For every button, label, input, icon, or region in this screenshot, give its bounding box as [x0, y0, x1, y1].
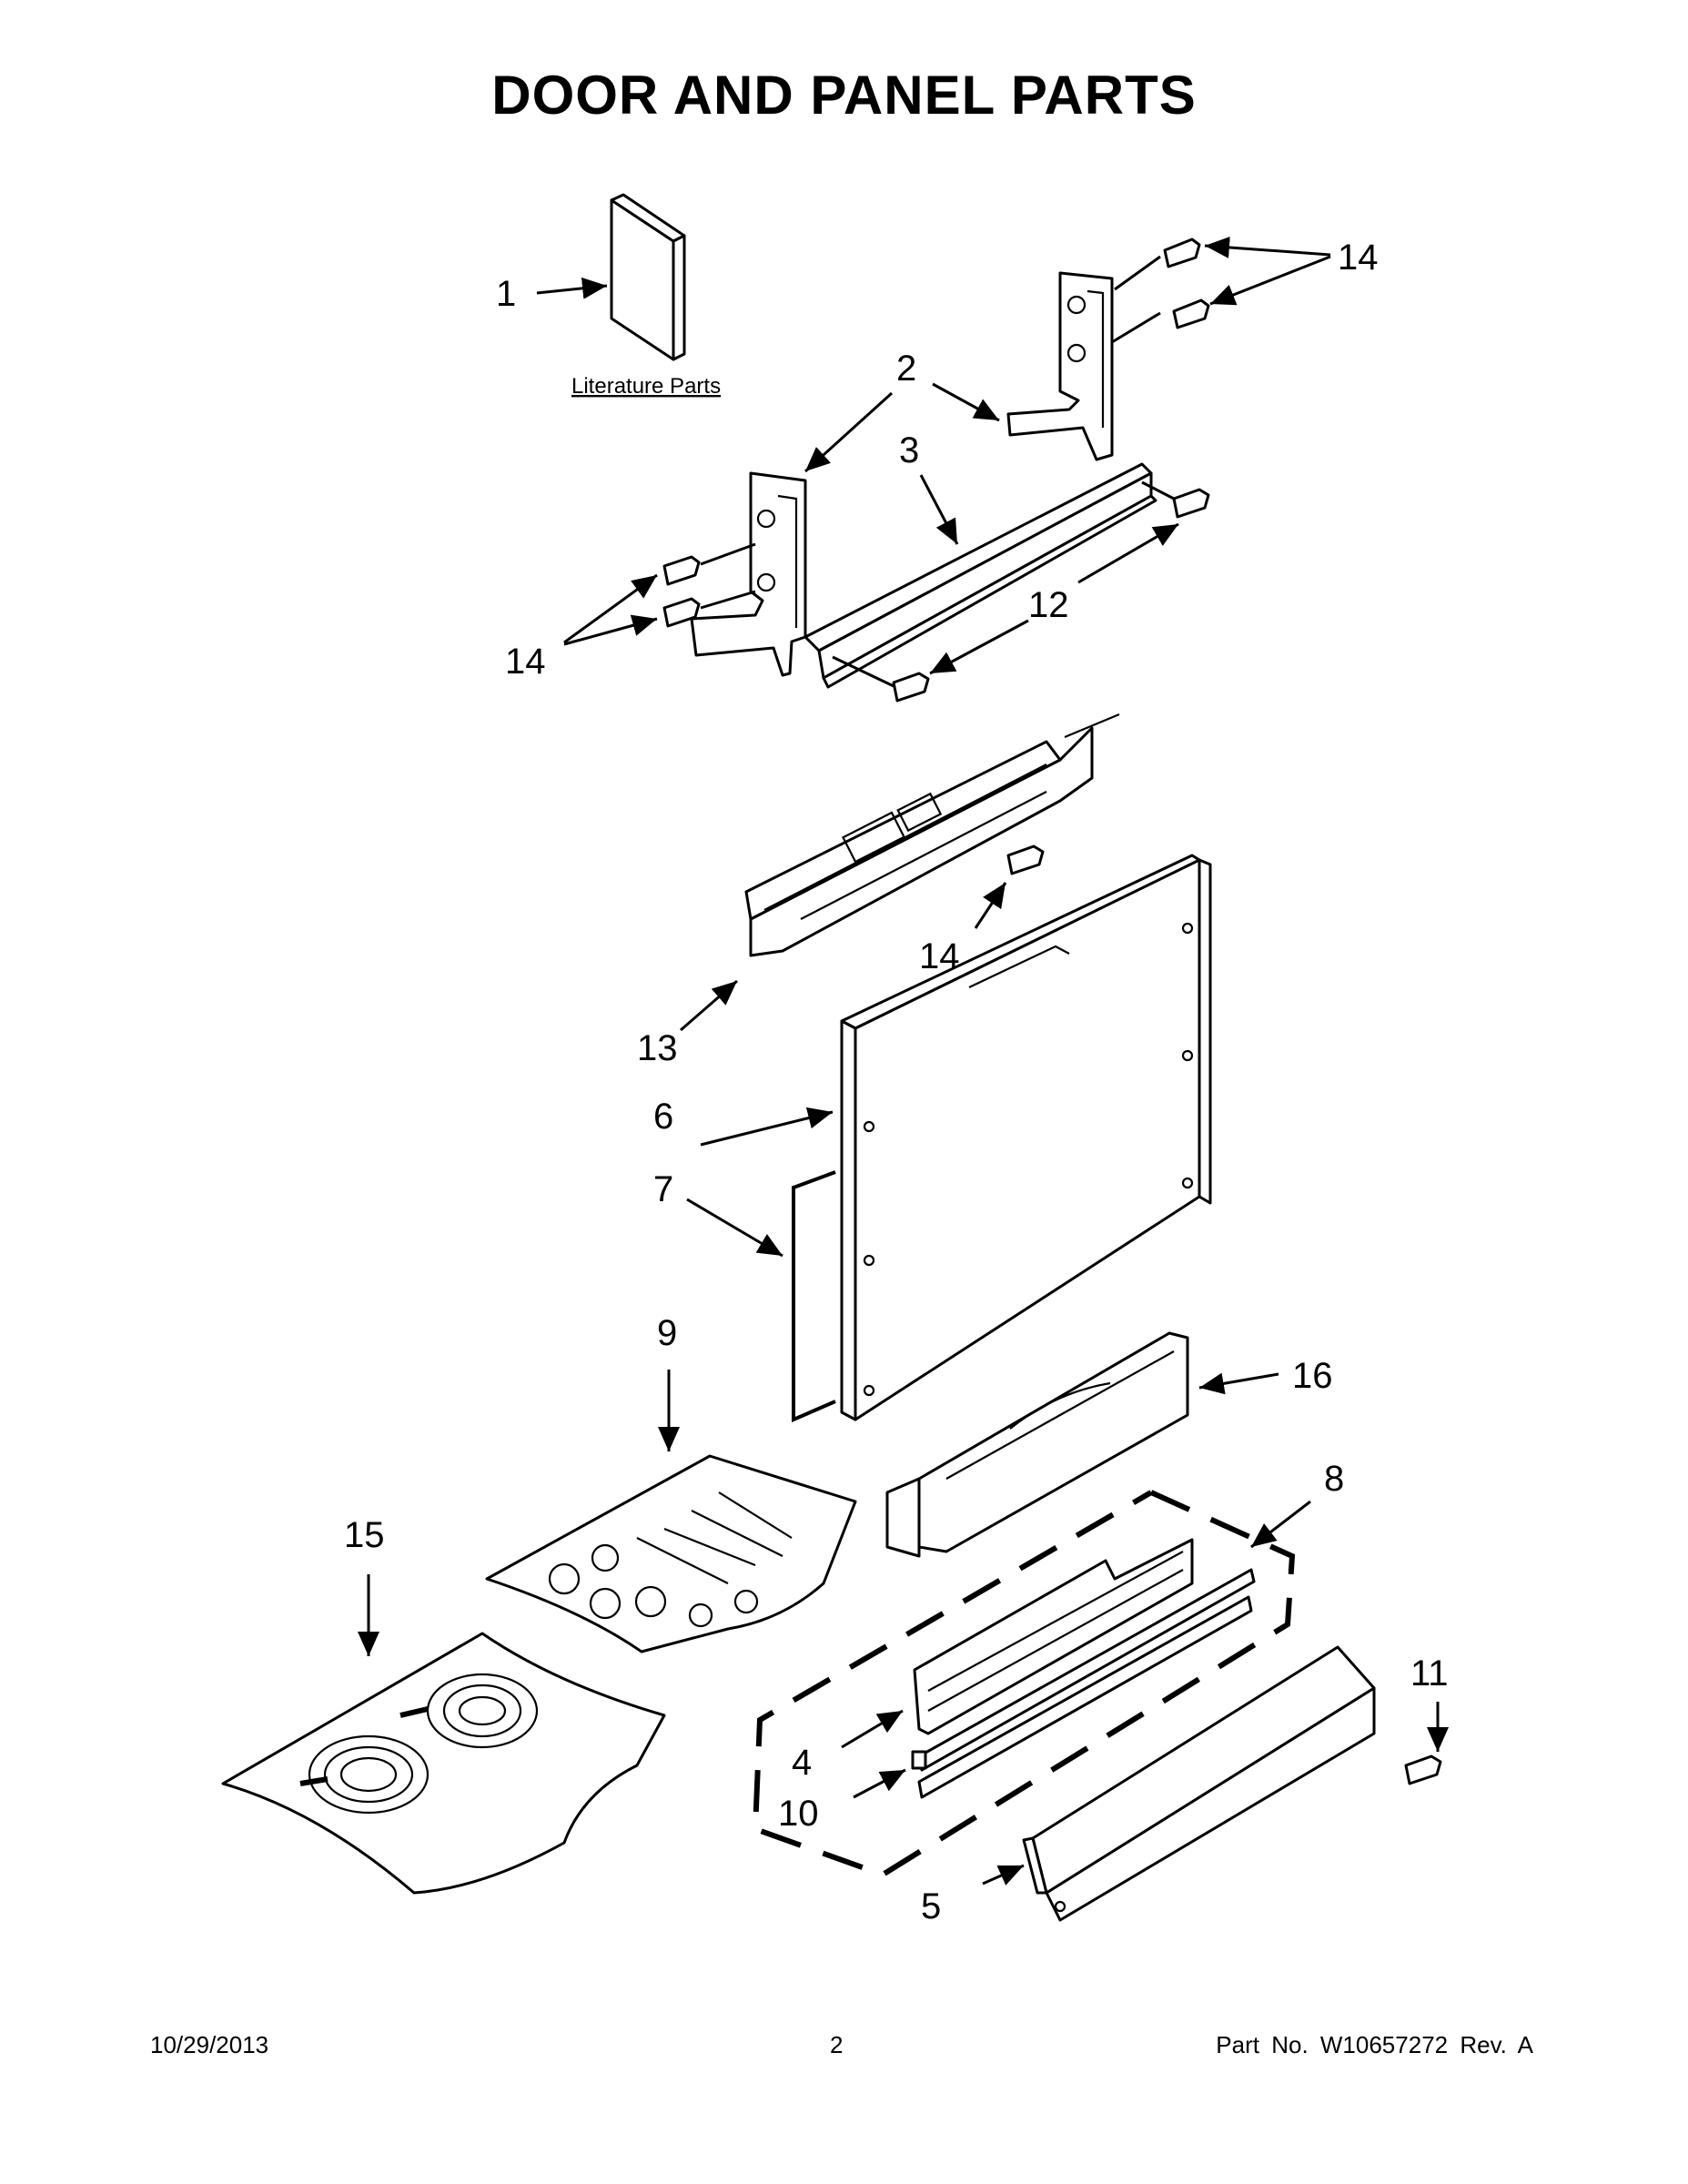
callout-15: 15	[344, 1515, 385, 1555]
callout-13: 13	[637, 1028, 678, 1068]
callout-14-top: 14	[1338, 238, 1379, 278]
part-11-screw: 11	[1404, 1653, 1449, 1785]
page-title: DOOR AND PANEL PARTS	[491, 65, 1197, 126]
part-2-bracket-right: 14	[1006, 236, 1379, 461]
callout-2-group: 2	[804, 349, 1000, 473]
footer-page-number: 2	[830, 2031, 844, 2058]
footer-part-number: Part No. W10657272 Rev. A	[1216, 2031, 1533, 2058]
callout-11: 11	[1410, 1653, 1449, 1694]
callout-2: 2	[896, 349, 916, 389]
callout-6: 6	[653, 1097, 673, 1137]
callout-12: 12	[1028, 585, 1069, 625]
part-12-screws: 12	[832, 480, 1210, 703]
part-5-kickplate: 5	[921, 1645, 1376, 1926]
part-7-gasket: 7	[653, 1169, 836, 1423]
callout-16: 16	[1292, 1356, 1333, 1396]
callout-10: 10	[778, 1794, 819, 1834]
footer-date: 10/29/2013	[150, 2031, 269, 2058]
callout-4: 4	[792, 1743, 812, 1783]
callout-3: 3	[899, 430, 919, 470]
part-8-kit-outline: 8	[752, 1459, 1344, 1878]
part-6-inner-door: 6	[653, 854, 1212, 1421]
callout-7: 7	[653, 1169, 673, 1209]
part-4-insulation: 4	[792, 1538, 1194, 1783]
literature-label: Literature Parts	[571, 374, 721, 399]
part-13-console: 13 14	[637, 713, 1120, 1068]
part-16-panel: 16	[885, 1331, 1333, 1558]
part-15-coil-bag: 15	[221, 1515, 666, 1895]
part-1-literature: 1 Literature Parts	[496, 193, 721, 399]
part-9-hardware-bag: 9	[485, 1313, 857, 1653]
part-2-bracket-left: 14	[505, 471, 807, 682]
callout-1: 1	[496, 274, 516, 314]
callout-8: 8	[1324, 1459, 1344, 1499]
callout-9: 9	[657, 1313, 677, 1353]
part-10-strip: 10	[778, 1568, 1256, 1834]
callout-14-left: 14	[505, 642, 546, 682]
part-3-top-rail: 3	[804, 430, 1157, 689]
callout-5: 5	[921, 1886, 941, 1926]
